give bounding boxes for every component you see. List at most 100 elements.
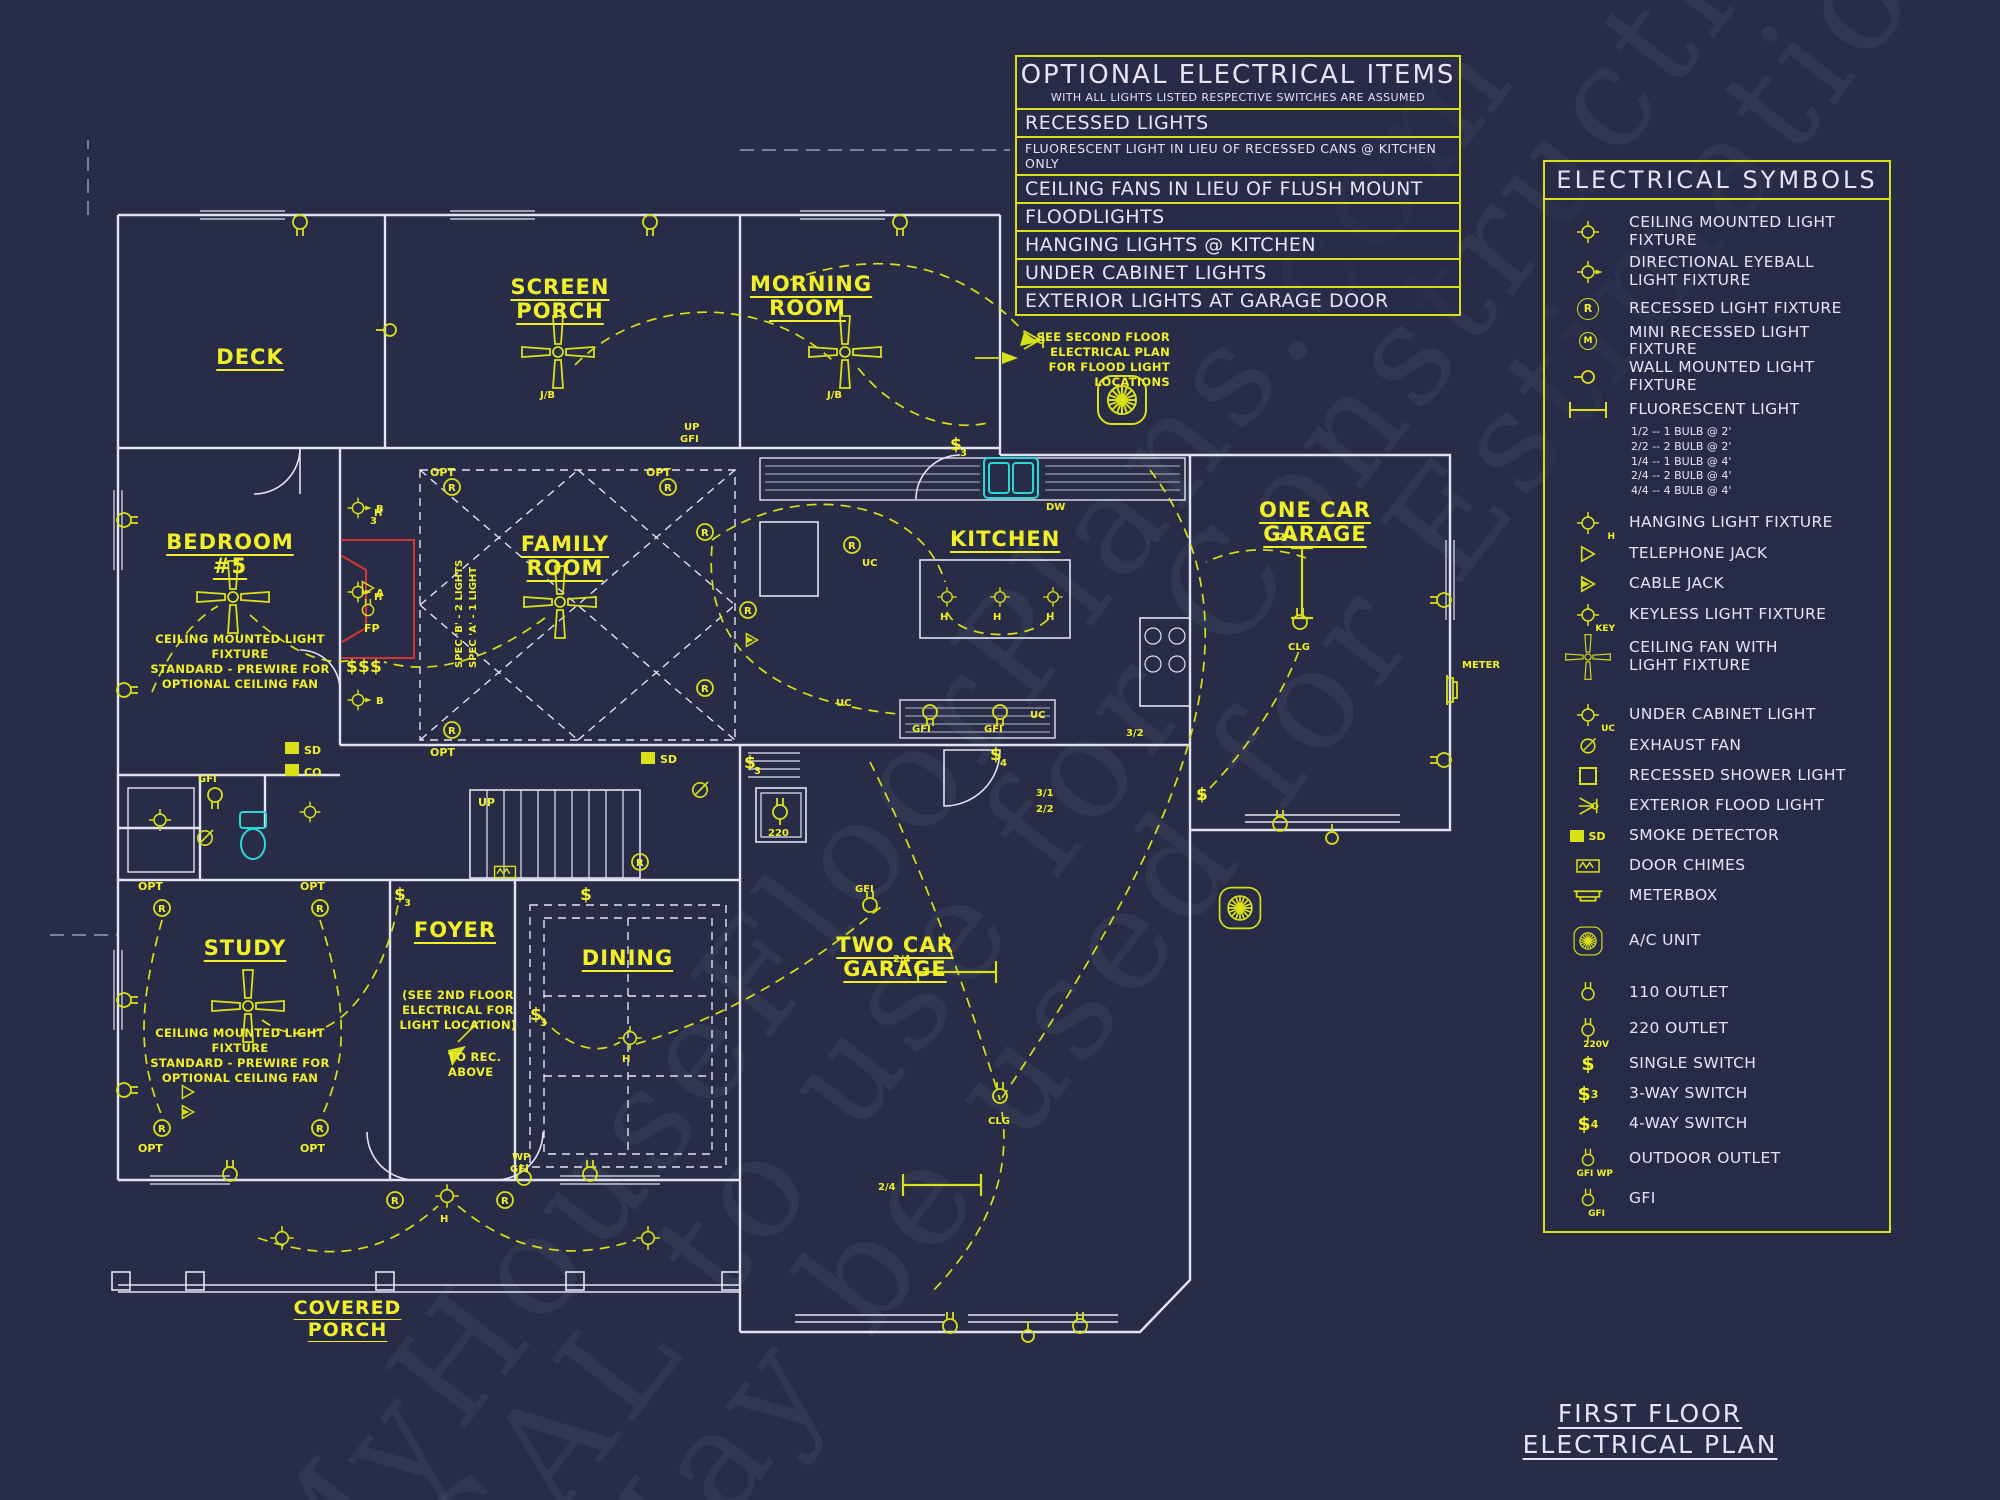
legend-item: A/C UNIT <box>1559 911 1879 971</box>
svg-text:3: 3 <box>540 1018 547 1029</box>
svg-text:OPT: OPT <box>300 1142 325 1155</box>
svg-text:OPT: OPT <box>300 880 325 893</box>
table-title: OPTIONAL ELECTRICAL ITEMS <box>1020 60 1456 90</box>
svg-text:R: R <box>316 904 324 915</box>
legend-item: RECESSED SHOWER LIGHT <box>1559 761 1879 791</box>
recessed-light-icon: R <box>1559 297 1617 320</box>
svg-text:OPT: OPT <box>138 880 163 893</box>
room-label-one-car-garage: ONE CAR GARAGE <box>1259 498 1371 547</box>
svg-text:2/4: 2/4 <box>878 1182 896 1193</box>
svg-text:3: 3 <box>754 766 761 777</box>
svg-text:$: $ <box>530 1005 542 1025</box>
fluorescent-spec: 1/4 -- 1 BULB @ 4' <box>1631 454 1732 468</box>
svg-text:R: R <box>158 904 166 915</box>
svg-text:$: $ <box>394 885 406 905</box>
svg-text:GFI: GFI <box>198 774 217 785</box>
svg-text:R: R <box>848 541 856 552</box>
legend-item: R RECESSED LIGHT FIXTURE <box>1559 294 1879 324</box>
legend-item: H HANGING LIGHT FIXTURE <box>1559 507 1879 542</box>
svg-text:OPT: OPT <box>430 466 455 479</box>
legend-item: EXHAUST FAN <box>1559 731 1879 761</box>
legend-item: KEY KEYLESS LIGHT FIXTURE <box>1559 599 1879 634</box>
svg-text:J/B: J/B <box>539 390 555 401</box>
svg-text:3: 3 <box>960 448 967 459</box>
table-subtitle: WITH ALL LIGHTS LISTED RESPECTIVE SWITCH… <box>1050 91 1426 104</box>
svg-text:220: 220 <box>768 828 789 839</box>
svg-text:CO: CO <box>304 766 321 779</box>
svg-text:$: $ <box>346 657 358 677</box>
svg-text:H: H <box>1046 612 1054 623</box>
svg-text:SPEC 'B' - 2 LIGHTS: SPEC 'B' - 2 LIGHTS <box>454 560 465 668</box>
outdoor-outlet-icon: GFI WP <box>1559 1144 1617 1179</box>
svg-text:UC: UC <box>836 698 851 709</box>
legend-item: DIRECTIONAL EYEBALL LIGHT FIXTURE <box>1559 250 1879 294</box>
mini-recessed-light-icon: M <box>1559 332 1617 351</box>
svg-text:2/4: 2/4 <box>893 954 911 965</box>
room-label-study: STUDY <box>203 936 287 960</box>
ceiling-light-icon <box>1559 216 1617 248</box>
svg-text:OPT: OPT <box>430 746 455 759</box>
svg-text:$: $ <box>744 753 756 773</box>
fluorescent-spec: 2/2 -- 2 BULB @ 2' <box>1631 439 1732 453</box>
hanging-light-icon: H <box>1559 507 1617 542</box>
note-see-second-floor-flood: SEE SECOND FLOOR ELECTRICAL PLAN FOR FLO… <box>1036 330 1170 389</box>
svg-text:UC: UC <box>862 558 877 569</box>
svg-text:UC: UC <box>1030 710 1045 721</box>
svg-text:H: H <box>374 592 382 603</box>
legend-item: GFI WP OUTDOOR OUTLET <box>1559 1139 1879 1179</box>
svg-text:UP: UP <box>478 796 495 809</box>
ac-unit-icon <box>1559 912 1617 970</box>
svg-text:CLG: CLG <box>1288 642 1310 653</box>
table-header: OPTIONAL ELECTRICAL ITEMS WITH ALL LIGHT… <box>1017 57 1459 110</box>
room-label-covered-porch: COVERED PORCH <box>293 1297 402 1341</box>
legend-item: METERBOX <box>1559 881 1879 911</box>
four-way-switch-icon: $4 <box>1577 1113 1599 1136</box>
legend-item: DOOR CHIMES <box>1559 851 1879 881</box>
table-row: FLUORESCENT LIGHT IN LIEU OF RECESSED CA… <box>1017 138 1459 176</box>
legend-item: $4 4-WAY SWITCH <box>1559 1109 1879 1139</box>
svg-text:A: A <box>376 588 384 599</box>
svg-text:R: R <box>636 858 644 869</box>
svg-text:SD: SD <box>660 753 677 766</box>
to-rec-arrow-line <box>457 1021 479 1043</box>
svg-text:R: R <box>391 1196 399 1207</box>
svg-text:R: R <box>448 726 456 737</box>
table-row: UNDER CABINET LIGHTS <box>1017 260 1459 288</box>
svg-text:H: H <box>374 508 382 519</box>
svg-text:H: H <box>993 612 1001 623</box>
note-prewire-study2: CEILING MOUNTED LIGHT FIXTURE STANDARD -… <box>150 1026 330 1085</box>
legend-item: SD SMOKE DETECTOR <box>1559 821 1879 851</box>
svg-text:B: B <box>376 504 384 515</box>
svg-text:GFI: GFI <box>912 724 931 735</box>
room-label-dining: DINING <box>581 946 674 970</box>
svg-text:2/2: 2/2 <box>1036 804 1054 815</box>
legend-item: $ SINGLE SWITCH <box>1559 1049 1879 1079</box>
fluorescent-spec: 2/4 -- 2 BULB @ 4' <box>1631 469 1732 483</box>
svg-text:R: R <box>701 684 709 695</box>
gfi-outlet-icon: GFI <box>1559 1184 1617 1219</box>
svg-text:R: R <box>664 483 672 494</box>
svg-text:4: 4 <box>1000 758 1007 769</box>
svg-text:$: $ <box>990 745 1002 765</box>
legend-item: UC UNDER CABINET LIGHT <box>1559 699 1879 734</box>
table-row: CEILING FANS IN LIEU OF FLUSH MOUNT <box>1017 176 1459 204</box>
svg-text:J/B: J/B <box>826 390 842 401</box>
legend-item: CEILING FAN WITH LIGHT FIXTURE <box>1559 631 1879 683</box>
under-cabinet-light-icon: UC <box>1559 699 1617 734</box>
keyless-light-icon: KEY <box>1559 599 1617 634</box>
sheet-title: FIRST FLOOR ELECTRICAL PLAN <box>1520 1398 1780 1461</box>
ceiling-fan-icon <box>1559 631 1617 683</box>
single-switch-icon: $ <box>1581 1053 1595 1076</box>
table-row: EXTERIOR LIGHTS AT GARAGE DOOR <box>1025 290 1389 312</box>
svg-text:OPT: OPT <box>646 466 671 479</box>
legend-item: CEILING MOUNTED LIGHT FIXTURE <box>1559 213 1879 250</box>
room-label-foyer: FOYER <box>413 918 497 942</box>
door-chimes-icon <box>1559 854 1617 878</box>
room-label-deck: DECK <box>216 345 284 369</box>
legend-item: EXTERIOR FLOOD LIGHT <box>1559 791 1879 821</box>
svg-text:2/4: 2/4 <box>1278 532 1296 543</box>
svg-text:$: $ <box>358 657 370 677</box>
svg-text:H: H <box>622 1054 630 1065</box>
svg-text:WP: WP <box>512 1152 530 1163</box>
